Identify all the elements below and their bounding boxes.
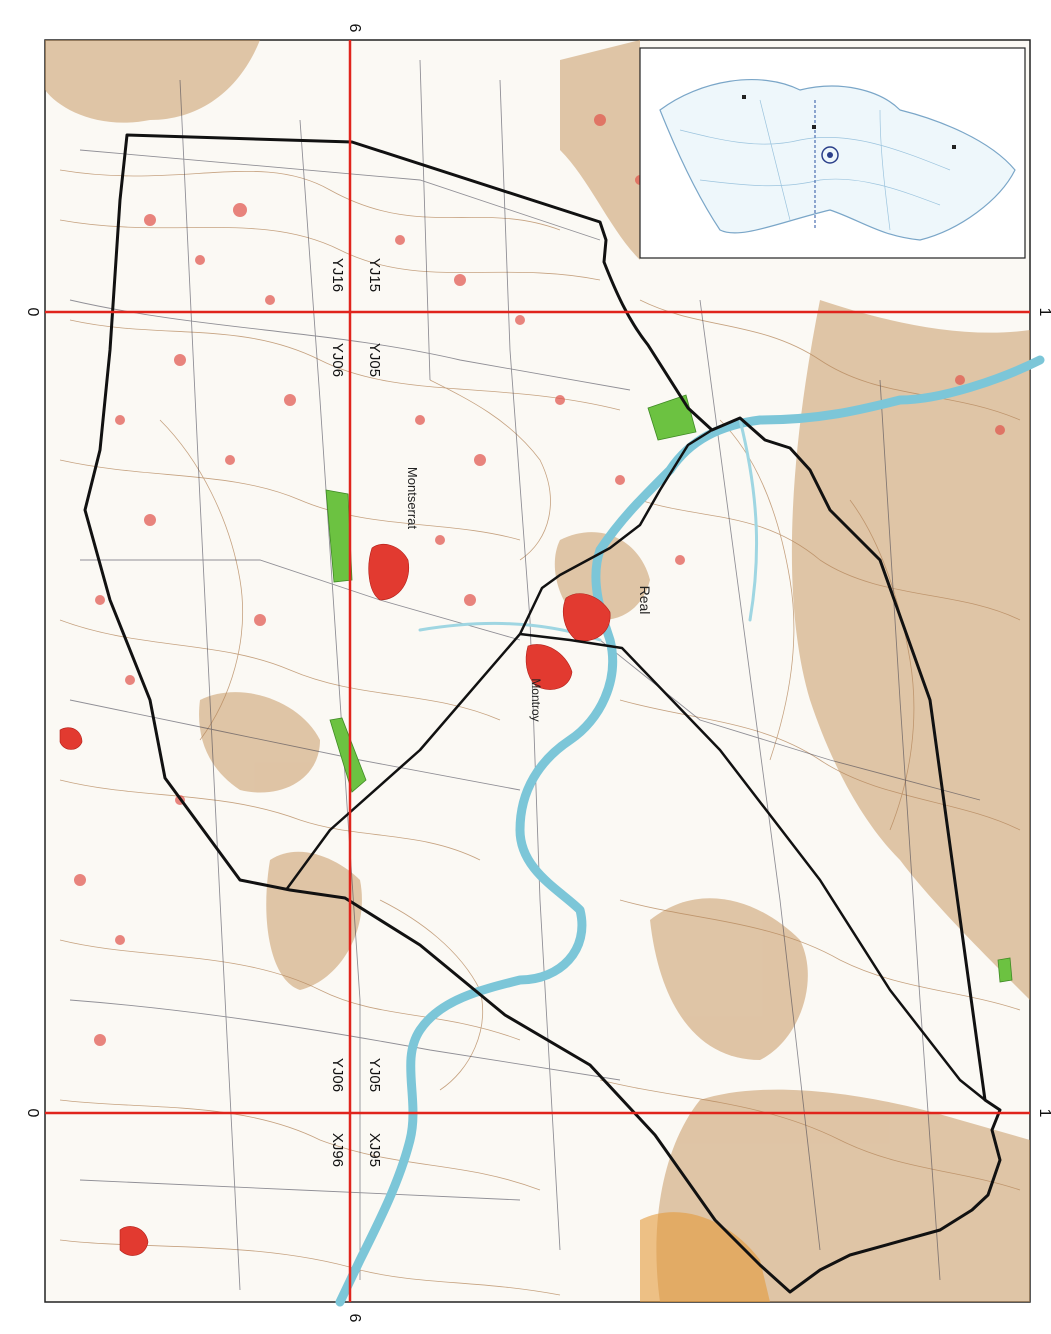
grid-lines [45, 40, 1030, 1302]
park-areas [325, 394, 1013, 983]
inset-location-dot [827, 152, 833, 158]
sheet-label-xj96: XJ96 [329, 1133, 346, 1167]
internal-boundary [284, 428, 713, 891]
inset-town-marker-3 [952, 145, 956, 149]
urban-areas [59, 544, 611, 1256]
grid-label-left-bottom: 0 [24, 1109, 41, 1118]
place-label-montserrat: Montserrat [405, 467, 420, 530]
place-label-real: Real [637, 586, 653, 615]
inset-location-marker [821, 146, 839, 164]
sheet-label-yj06-upper: YJ06 [329, 343, 346, 377]
road-network [69, 59, 981, 1291]
sheet-label-yj15: YJ15 [366, 258, 383, 292]
inset-town-marker-1 [742, 95, 746, 99]
contour-lines [59, 169, 1021, 1296]
internal-boundary-south [519, 632, 986, 1101]
grid-label-left-top: 0 [24, 308, 41, 317]
sheet-label-yj06-lower: YJ06 [329, 1058, 346, 1092]
grid-label-right-top: 1 [1036, 308, 1051, 317]
inset-locator-map [639, 47, 1026, 259]
sheet-label-yj16: YJ16 [329, 258, 346, 292]
inset-drainage [679, 99, 951, 231]
inset-town-marker-2 [812, 125, 816, 129]
grid-label-bottom-left: 6 [346, 1314, 363, 1323]
sheet-label-yj05-upper: YJ05 [366, 343, 383, 377]
grid-label-right-bottom: 1 [1036, 1109, 1051, 1118]
sheet-label-xj95: XJ95 [366, 1133, 383, 1167]
place-label-montroy: Montroy [529, 678, 543, 721]
orange-relief-patch [640, 1212, 770, 1302]
grid-label-top-left: 6 [346, 24, 363, 33]
sheet-label-yj05-lower: YJ05 [366, 1058, 383, 1092]
